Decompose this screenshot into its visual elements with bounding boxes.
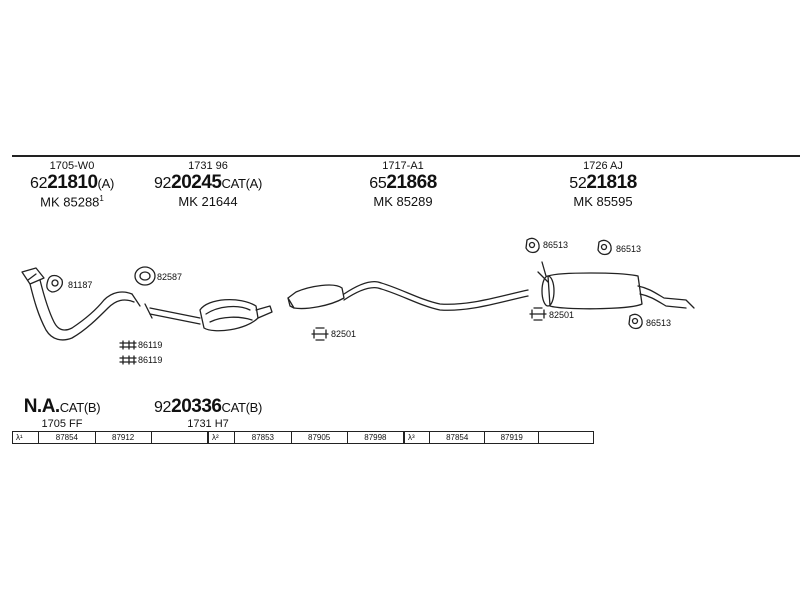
part-code: 1705-W0 (49, 160, 95, 172)
callout-86119-a: 86119 (138, 340, 163, 350)
lambda-table-1: λ¹ 87854 87912 (11, 431, 209, 444)
bottom-part-2: 9220336CAT(B) 1731 H7 (148, 396, 268, 430)
callout-86513-b: 86513 (616, 244, 642, 254)
bottom-part-1: N.A.CAT(B) 1705 FF (12, 396, 112, 430)
mounting-kit: MK 852881 (40, 194, 104, 210)
lambda-cell: 87853 (234, 431, 292, 444)
lambda-cell: 87854 (38, 431, 96, 444)
clamps-86119 (119, 340, 137, 365)
part-number: 5221818 (569, 172, 637, 193)
part-number: 9220245CAT(A) (153, 172, 263, 193)
part-number: 6521868 (369, 172, 437, 193)
lambda-cell: 87998 (346, 431, 405, 444)
header-part-2: 1731 96 9220245CAT(A) MK 21644 (148, 160, 268, 209)
part-code: 1731 H7 (187, 418, 229, 430)
lambda-table-2: λ² 87853 87905 87998 (207, 431, 405, 444)
hanger-86513-a (525, 237, 540, 254)
callout-82501-center: 82501 (331, 329, 357, 339)
part-code: 1726 AJ (583, 160, 623, 172)
part-number: 6221810(A) (30, 172, 114, 193)
part-number: N.A.CAT(B) (23, 396, 101, 417)
clamp-82501-center (311, 327, 329, 341)
top-rule (12, 155, 800, 157)
part-code: 1705 FF (41, 418, 83, 430)
header-part-4: 1726 AJ 5221818 MK 85595 (548, 160, 658, 209)
front-pipe-drawing (21, 267, 141, 341)
lambda-cell (538, 431, 594, 444)
center-muffler-drawing (287, 280, 529, 311)
gasket-81187 (46, 274, 64, 293)
rear-muffler-drawing (537, 261, 695, 310)
lambda-table-3: λ³ 87854 87919 (403, 431, 594, 444)
callout-81187: 81187 (68, 280, 93, 290)
lambda-cell: 87854 (429, 431, 485, 444)
lambda-label: λ³ (403, 431, 431, 444)
lambda-label: λ² (207, 431, 236, 444)
hanger-86513-c (628, 313, 643, 330)
exhaust-diagram (21, 237, 695, 365)
header-part-3: 1717-A1 6521868 MK 85289 (348, 160, 458, 209)
callout-86513-a: 86513 (543, 240, 569, 250)
clamp-82501-rear (529, 307, 547, 321)
lambda-cell: 87919 (483, 431, 540, 444)
callout-86119-b: 86119 (138, 355, 163, 365)
part-number: 9220336CAT(B) (153, 396, 263, 417)
lambda-cell (150, 431, 209, 444)
mounting-kit: MK 85595 (573, 194, 633, 209)
hanger-86513-b (597, 239, 612, 256)
mounting-kit: MK 21644 (178, 194, 238, 209)
lambda-label: λ¹ (11, 431, 40, 444)
lambda-cell: 87912 (94, 431, 152, 444)
callout-82587: 82587 (157, 272, 183, 282)
header-part-1: 1705-W0 6221810(A) MK 852881 (12, 160, 132, 209)
part-code: 1731 96 (188, 160, 228, 172)
lambda-cell: 87905 (290, 431, 348, 444)
catalytic-converter-drawing (144, 298, 273, 332)
callout-82501-rear: 82501 (549, 310, 575, 320)
part-code: 1717-A1 (382, 160, 424, 172)
callout-86513-c: 86513 (646, 318, 672, 328)
mounting-kit: MK 85289 (373, 194, 433, 209)
gasket-82587 (134, 266, 156, 286)
